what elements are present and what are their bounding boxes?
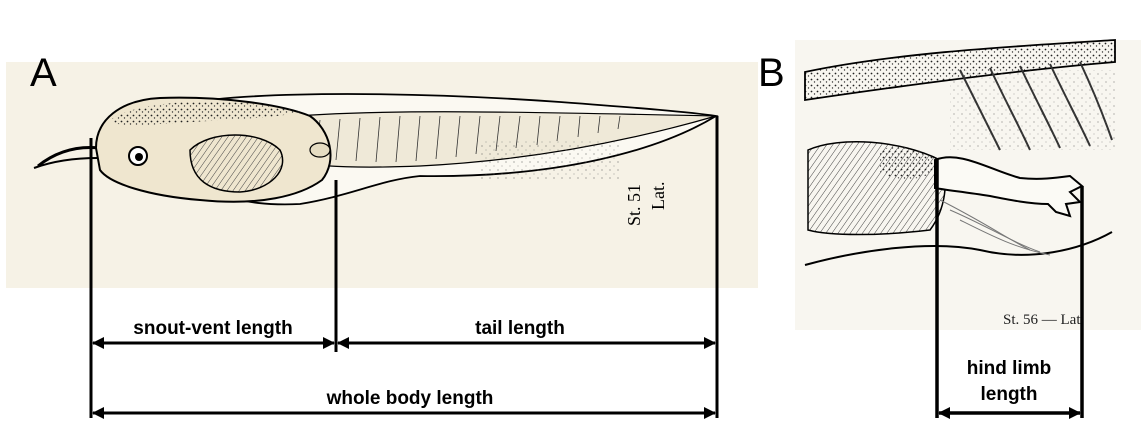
tail-length-label: tail length	[475, 318, 565, 339]
myotome-shading	[950, 70, 1115, 150]
snout-vent-label: snout-vent length	[133, 318, 292, 339]
stage-caption-b: St. 56 — Lat.	[1003, 312, 1084, 328]
tadpole-pupil	[135, 153, 143, 161]
stage-view-a: Lat.	[648, 182, 668, 211]
panel-b: B	[758, 40, 1141, 418]
panel-b-letter: B	[758, 51, 785, 95]
hind-limb-label-line1: hind limb	[967, 358, 1051, 379]
panel-a-letter: A	[30, 51, 57, 95]
panel-a: A	[6, 51, 758, 418]
tail-stipple	[480, 140, 620, 180]
stage-number-a: St. 51	[624, 184, 644, 226]
whole-body-label: whole body length	[326, 388, 494, 409]
hind-limb-bud	[310, 143, 330, 157]
hind-limb-label-line2: length	[981, 384, 1038, 405]
